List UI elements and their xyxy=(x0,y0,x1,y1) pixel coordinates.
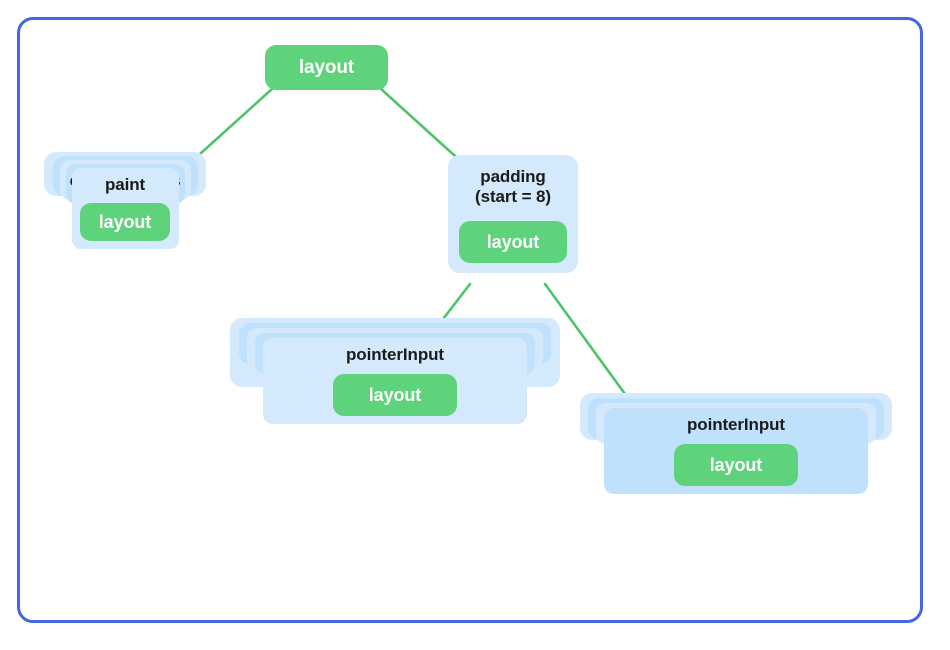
node-paint[interactable]: paint layout xyxy=(71,168,179,250)
node-right-pointer-input-label: pointerInput xyxy=(687,415,785,434)
node-mid-on-globally-positioned[interactable]: onGloballyPositioned semantics pointerIn… xyxy=(247,328,543,425)
node-semantics[interactable]: semantics clipToBounds paint layout xyxy=(59,160,191,250)
node-right-pointer-input[interactable]: pointerInput layout xyxy=(604,408,868,495)
node-padding-start[interactable]: padding (start = 8) layout xyxy=(448,155,578,274)
node-size[interactable]: size(40) semantics clipToBounds paint la… xyxy=(52,156,198,250)
node-padding-start-layout-leaf[interactable]: layout xyxy=(459,221,567,264)
node-mid-semantics[interactable]: semantics pointerInput layout xyxy=(255,333,535,425)
node-mid-pointer-input[interactable]: pointerInput layout xyxy=(263,338,527,425)
node-padding-start-label: padding (start = 8) xyxy=(475,167,551,207)
node-mid-pointer-input-label: pointerInput xyxy=(346,345,444,364)
node-mid-layout-leaf[interactable]: layout xyxy=(333,374,457,417)
node-right-layout-leaf[interactable]: layout xyxy=(674,444,798,487)
node-right-draw-text[interactable]: drawTextAndSelectionBehind onGloballyPos… xyxy=(580,393,892,495)
node-right-on-globally-positioned[interactable]: onGloballyPositioned semantics pointerIn… xyxy=(588,398,884,495)
node-right-semantics[interactable]: semantics pointerInput layout xyxy=(596,403,876,495)
node-root-layout[interactable]: layout xyxy=(265,45,388,90)
node-clip-layout-leaf[interactable]: layout xyxy=(80,203,170,242)
node-clip[interactable]: clip size(40) semantics clipToBounds pai… xyxy=(44,152,206,250)
node-clip-to-bounds[interactable]: clipToBounds paint layout xyxy=(65,164,185,250)
node-mid-draw-text[interactable]: drawTextAndSelectionBehind onGloballyPos… xyxy=(239,323,551,425)
node-paint-label: paint xyxy=(104,175,146,194)
node-padding-top[interactable]: padding (top = 4) drawTextAndSelectionBe… xyxy=(230,318,560,425)
